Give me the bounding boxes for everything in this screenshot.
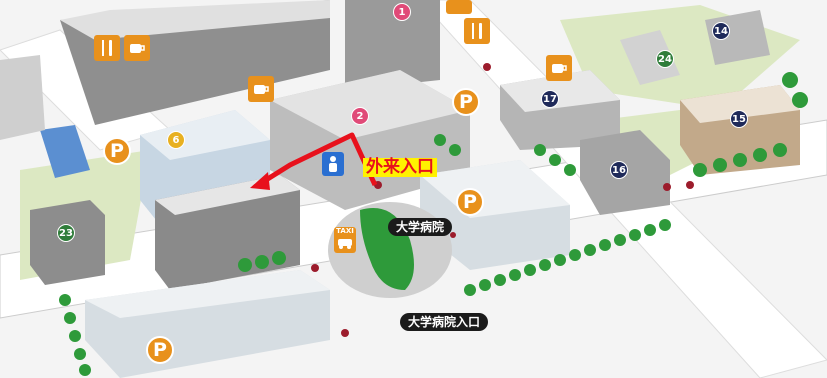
taxi-icon: TAXI [334, 227, 356, 253]
university-hospital-label: 大学病院 [388, 218, 453, 236]
building-number-17: 17 [541, 90, 559, 108]
person-icon [322, 152, 344, 176]
building-number-15: 15 [730, 110, 748, 128]
parking-icon: P [103, 137, 131, 165]
fork-knife-icon [446, 0, 472, 14]
hospital-entrance-label: 大学病院入口 [400, 313, 489, 331]
building-number-23: 23 [57, 224, 75, 242]
building-number-14: 14 [712, 22, 730, 40]
building-number-2: 2 [351, 107, 369, 125]
taxi-label: TAXI [336, 227, 354, 235]
coffee-cup-icon [248, 76, 274, 102]
parking-icon: P [452, 88, 480, 116]
building-number-1: 1 [393, 3, 411, 21]
fork-knife-icon [94, 35, 120, 61]
coffee-cup-icon [124, 35, 150, 61]
building-number-16: 16 [610, 161, 628, 179]
outpatient-entrance-label: 外来入口 [363, 158, 437, 177]
fork-knife-icon [464, 18, 490, 44]
parking-icon: P [146, 336, 174, 364]
coffee-cup-icon [546, 55, 572, 81]
building-number-24: 24 [656, 50, 674, 68]
parking-icon: P [456, 188, 484, 216]
building-number-6: 6 [167, 131, 185, 149]
